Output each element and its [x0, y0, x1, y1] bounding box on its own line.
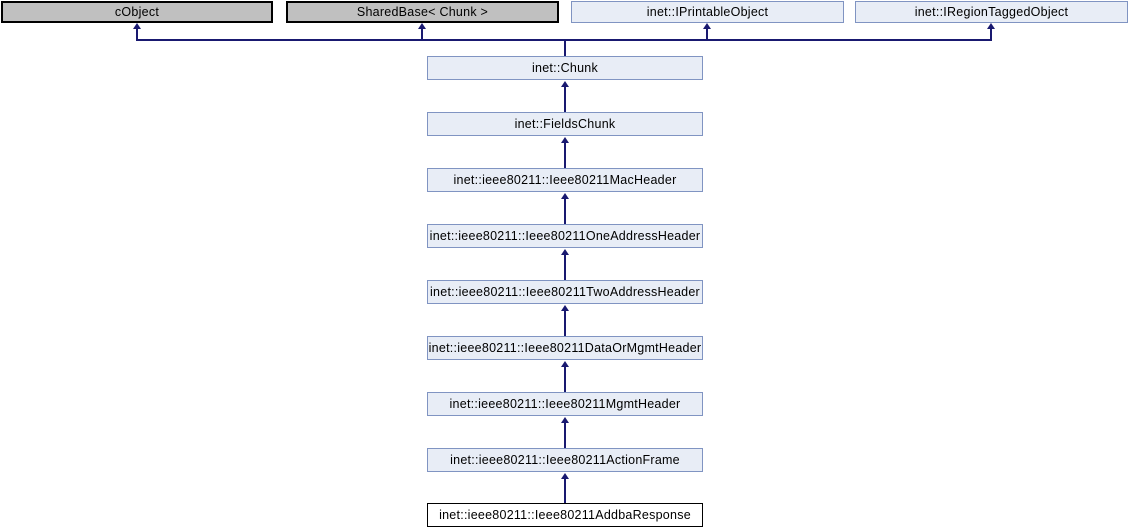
edge-bus-drop-to-chunk [564, 41, 566, 56]
edge-mgmtheader-to-dataormgmtheader [564, 366, 566, 392]
class-node-ieee80211oneaddressheader[interactable]: inet::ieee80211::Ieee80211OneAddressHead… [427, 224, 703, 248]
class-node-ieee80211twoaddressheader[interactable]: inet::ieee80211::Ieee80211TwoAddressHead… [427, 280, 703, 304]
edge-dataormgmtheader-to-twoaddressheader [564, 310, 566, 336]
edge-bus-line [137, 39, 992, 41]
class-node-fieldschunk[interactable]: inet::FieldsChunk [427, 112, 703, 136]
arrowhead-up-icon [561, 137, 569, 143]
arrowhead-up-icon [703, 23, 711, 29]
class-node-sharedbase-chunk: SharedBase< Chunk > [286, 1, 559, 23]
arrowhead-up-icon [561, 361, 569, 367]
class-node-ieee80211macheader[interactable]: inet::ieee80211::Ieee80211MacHeader [427, 168, 703, 192]
arrowhead-up-icon [418, 23, 426, 29]
arrowhead-up-icon [987, 23, 995, 29]
class-node-cobject: cObject [1, 1, 273, 23]
arrowhead-up-icon [561, 249, 569, 255]
edge-chunk-to-iregiontaggedobject [990, 28, 992, 41]
class-node-iprintableobject[interactable]: inet::IPrintableObject [571, 1, 844, 23]
edge-chunk-to-sharedbase [421, 28, 423, 41]
arrowhead-up-icon [561, 417, 569, 423]
edge-fieldschunk-to-chunk [564, 86, 566, 112]
arrowhead-up-icon [561, 473, 569, 479]
class-node-iregiontaggedobject[interactable]: inet::IRegionTaggedObject [855, 1, 1128, 23]
edge-macheader-to-fieldschunk [564, 142, 566, 168]
class-node-chunk[interactable]: inet::Chunk [427, 56, 703, 80]
edge-chunk-to-iprintableobject [706, 28, 708, 41]
arrowhead-up-icon [133, 23, 141, 29]
edge-oneaddressheader-to-macheader [564, 198, 566, 224]
arrowhead-up-icon [561, 193, 569, 199]
class-node-ieee80211mgmtheader[interactable]: inet::ieee80211::Ieee80211MgmtHeader [427, 392, 703, 416]
edge-chunk-to-cobject [136, 28, 138, 41]
arrowhead-up-icon [561, 81, 569, 87]
edge-actionframe-to-mgmtheader [564, 422, 566, 448]
class-node-ieee80211addbaresponse-current: inet::ieee80211::Ieee80211AddbaResponse [427, 503, 703, 527]
class-node-ieee80211dataormgmtheader[interactable]: inet::ieee80211::Ieee80211DataOrMgmtHead… [427, 336, 703, 360]
edge-addbaresponse-to-actionframe [564, 478, 566, 503]
edge-twoaddressheader-to-oneaddressheader [564, 254, 566, 280]
class-node-ieee80211actionframe[interactable]: inet::ieee80211::Ieee80211ActionFrame [427, 448, 703, 472]
arrowhead-up-icon [561, 305, 569, 311]
